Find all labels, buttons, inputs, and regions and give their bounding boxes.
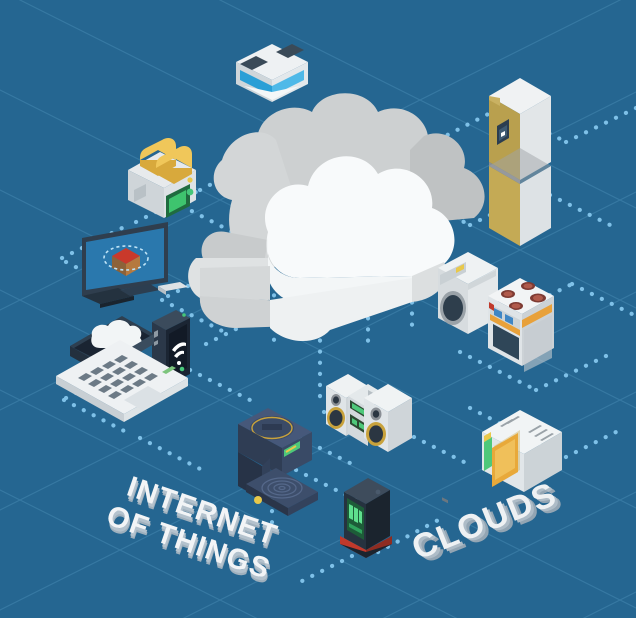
title-internet-of-things: INTERNET INTERNET INTERNET OF THINGS OF … [102,462,364,597]
link-clock-right [375,515,445,555]
link-fridge-b-c [537,187,615,229]
washer-door-glass [443,295,463,321]
phone-volume-button [154,330,158,338]
link-bottom-left-1 [137,435,209,475]
device-smart-tv-monitor[interactable] [82,222,188,308]
stove-handle [522,304,552,328]
device-coffee-machine[interactable] [238,408,318,516]
link-left-monitor [63,259,135,299]
device-washing-machine[interactable] [438,252,498,504]
link-coffee-clock [293,467,363,505]
clock-lcd-digits [349,504,362,524]
monitor-stand [82,288,134,304]
device-stove-oven[interactable] [488,278,554,372]
cloud-base-front [270,278,412,342]
stereo-lcd-lower [350,414,366,434]
device-laptop[interactable] [56,316,188,422]
device-stereo-system[interactable] [326,374,412,452]
link-upper-right-3 [563,105,636,145]
link-right-low-2 [533,353,609,393]
link-toaster-cloud [179,203,247,241]
clock-base-shadow [340,544,392,558]
title-clouds: CLOUDS CLOUDS CLOUDS [406,475,606,597]
ac-vent-left [240,56,268,70]
toaster-lever [134,184,146,202]
drip-tray-rings [261,477,303,499]
link-right-mid-2 [497,281,575,323]
microwave-vents [500,416,554,441]
cloud-front-top [264,156,455,278]
mouse [158,282,188,291]
coffee-lid-slot [262,424,282,430]
cloud-left-shade [200,266,270,300]
microwave-side [524,432,562,492]
stove-cooktop [488,278,554,314]
link-microwave-right [553,425,627,465]
link-left-upper [59,221,133,261]
device-air-conditioner[interactable] [236,44,308,102]
link-clock-bottom [297,553,355,585]
clock-side [366,490,390,550]
coffee-body-front [238,424,282,476]
coffee-power-button [254,496,262,504]
oven-window [493,324,519,360]
phone-call-button [179,366,185,372]
device-toaster[interactable] [128,138,196,218]
link-phone-coffee [187,367,253,403]
phone-screen [169,324,187,378]
link-stereo-microwave [401,429,467,465]
coffee-body-side [282,432,312,476]
laptop-keyboard [78,355,158,399]
link-monitor-phone [159,297,231,337]
stove-knob-red [489,302,494,311]
stove-button-1 [494,308,502,319]
ac-vent-right [276,44,304,58]
stove-button-2 [505,314,513,325]
toast-slice-2 [156,146,192,168]
toaster-power-led [186,188,194,196]
signal-ring-icon [103,245,149,271]
microwave-led [484,432,491,442]
wifi-icon [172,342,186,365]
device-refrigerator[interactable] [489,78,551,246]
link-monitor-cloud [165,259,239,299]
toaster-indicator-led [187,177,193,183]
link-laptop-down [61,397,133,437]
ac-accent-stripe [240,70,272,96]
keyboard [120,284,160,296]
washer-led [456,264,464,273]
phone-camera [182,313,186,317]
link-phone-up [203,313,265,347]
link-upper-right-1 [415,105,503,153]
link-right-low-1 [457,349,539,393]
laptop-trackpad [124,386,166,410]
laptop-status-led [162,366,176,374]
device-alarm-clock[interactable] [340,478,392,558]
cloud-icon [91,320,142,348]
coffee-drip-tray [246,468,318,508]
cloud-isometric-shape [188,93,485,342]
clock-alarm-button [375,489,381,495]
ac-air-flap [244,86,300,100]
wifi-icon [501,131,505,137]
microwave-control-panel [484,437,492,471]
link-right-mid-3 [569,281,636,319]
device-microwave[interactable] [482,410,562,492]
